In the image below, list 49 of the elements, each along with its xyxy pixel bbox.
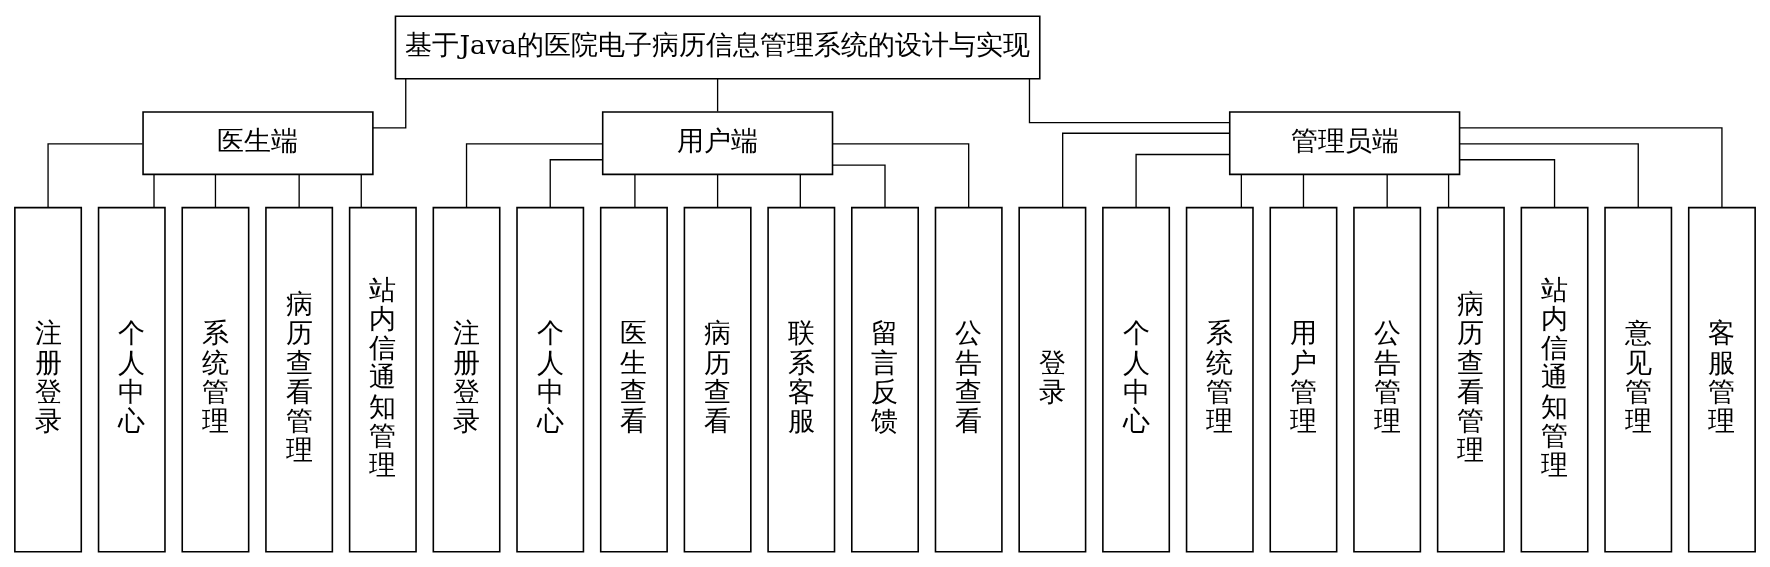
connector <box>372 77 407 129</box>
node-box: 意见管理 <box>1604 206 1673 552</box>
node-box: 医生端 <box>142 110 374 175</box>
connector <box>716 173 719 208</box>
node-box: 注册登录 <box>432 206 501 552</box>
node-box: 公告管理 <box>1353 206 1422 552</box>
node-box: 个人中心 <box>516 206 585 552</box>
connector <box>298 173 300 208</box>
node-box: 公告查看 <box>934 206 1003 552</box>
connector <box>1459 158 1556 208</box>
connector <box>1386 173 1388 208</box>
node-box: 系统管理 <box>181 206 250 552</box>
node-box: 注册登录 <box>14 206 83 552</box>
node-box: 个人中心 <box>1102 206 1171 552</box>
connector <box>1062 132 1231 208</box>
node-box: 用户端 <box>601 110 834 175</box>
node-box: 医生查看 <box>599 206 668 552</box>
node-box: 客服管理 <box>1687 206 1756 552</box>
connector <box>634 173 636 208</box>
node-box: 病历查看管理 <box>265 206 334 552</box>
connector <box>549 158 603 208</box>
connector <box>1028 77 1231 123</box>
connector <box>832 142 970 208</box>
connector <box>716 77 719 112</box>
node-box: 登录 <box>1018 206 1087 552</box>
connector <box>360 173 362 208</box>
node-box: 基于Java的医院电子病历信息管理系统的设计与实现 <box>394 15 1041 80</box>
connector <box>1447 173 1450 208</box>
node-box: 站内信通知管理 <box>348 206 417 552</box>
node-box: 个人中心 <box>97 206 166 552</box>
connector <box>47 142 144 208</box>
connector <box>1302 173 1305 208</box>
node-box: 管理员端 <box>1228 110 1461 175</box>
connector <box>1135 153 1231 208</box>
node-box: 留言反馈 <box>851 206 919 552</box>
connector <box>214 173 217 208</box>
connector <box>832 163 886 208</box>
node-box: 联系客服 <box>767 206 836 552</box>
connector <box>465 142 604 208</box>
node-box: 病历查看管理 <box>1436 206 1505 552</box>
node-box: 病历查看 <box>683 206 752 552</box>
node-box: 站内信通知管理 <box>1520 206 1589 552</box>
connector <box>1240 173 1243 208</box>
node-box: 用户管理 <box>1269 206 1338 552</box>
node-box: 系统管理 <box>1185 206 1254 552</box>
connector <box>1459 142 1639 208</box>
connector <box>153 173 155 208</box>
connector <box>799 173 801 208</box>
connector <box>1459 126 1723 208</box>
